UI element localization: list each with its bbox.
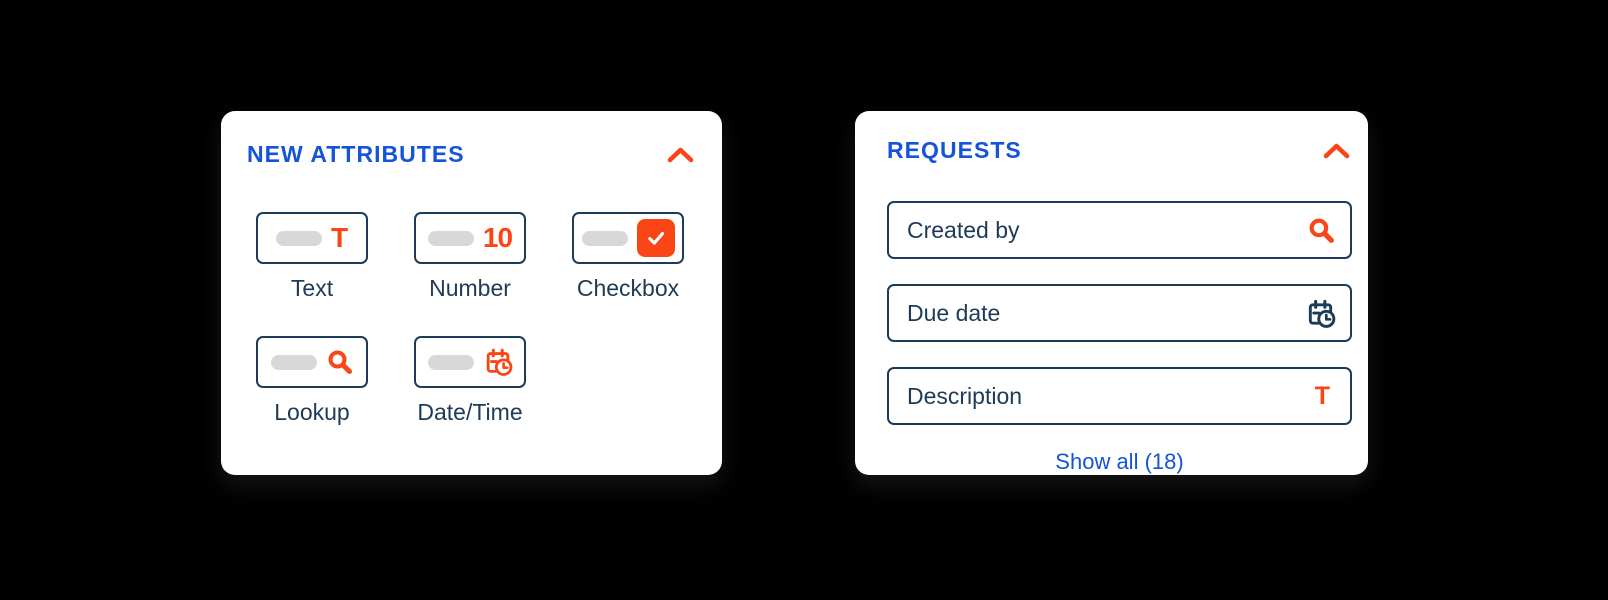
checkbox-checked-icon [636,219,675,257]
collapse-new-attributes-button[interactable] [665,145,696,165]
attribute-tile-lookup[interactable]: Lookup [233,336,391,426]
collapse-requests-button[interactable] [1321,141,1352,161]
attribute-tile-preview [256,336,368,388]
panel-title-new-attributes: NEW ATTRIBUTES [247,141,465,167]
field-placeholder-pill [427,230,474,246]
attribute-tile-preview: T [256,212,368,264]
show-all-link[interactable]: Show all (18) [1055,449,1184,474]
attribute-tile-preview [572,212,684,264]
attribute-tile-number[interactable]: 10 Number [391,212,549,302]
tile-label-checkbox: Checkbox [576,275,680,301]
text-icon: T [1314,381,1330,410]
tile-label-text: Text [290,275,334,301]
field-label-due-date: Due date [907,299,1001,326]
requests-panel: REQUESTS Created by [855,111,1368,475]
field-placeholder-pill [270,354,317,370]
field-row-description[interactable]: Description T [887,367,1352,425]
attribute-tile-preview [414,336,526,388]
request-field-list: Created by Due date [887,201,1352,425]
field-row-due-date[interactable]: Due date [887,284,1352,342]
calendar-clock-icon [483,347,513,377]
panel-title-requests: REQUESTS [887,137,1022,163]
search-icon [1307,216,1336,245]
new-attributes-panel: NEW ATTRIBUTES T Text [221,111,722,475]
chevron-up-icon [1323,143,1350,159]
chevron-up-icon [667,147,694,163]
number-icon: 10 [482,222,513,253]
attribute-tile-text[interactable]: T Text [233,212,391,302]
field-row-created-by[interactable]: Created by [887,201,1352,259]
field-label-created-by: Created by [907,216,1020,243]
tile-label-datetime: Lookup [274,399,350,425]
field-placeholder-pill [581,230,628,246]
new-attributes-header: NEW ATTRIBUTES [247,141,696,168]
calendar-clock-icon [1305,298,1336,329]
attribute-tiles-grid: T Text 10 Number [233,212,696,426]
attribute-tile-datetime[interactable]: Date/Time [391,336,549,426]
field-placeholder-pill [275,230,322,246]
field-placeholder-pill [427,354,474,370]
attribute-tile-preview: 10 [414,212,526,264]
tile-label-number: Number [429,275,511,301]
tile-label-lookup: Date/Time [417,399,523,425]
text-icon: T [330,222,349,253]
field-label-description: Description [907,382,1023,409]
attribute-tile-checkbox[interactable]: Checkbox [549,212,707,302]
requests-header: REQUESTS [887,137,1352,164]
search-icon [326,348,354,376]
